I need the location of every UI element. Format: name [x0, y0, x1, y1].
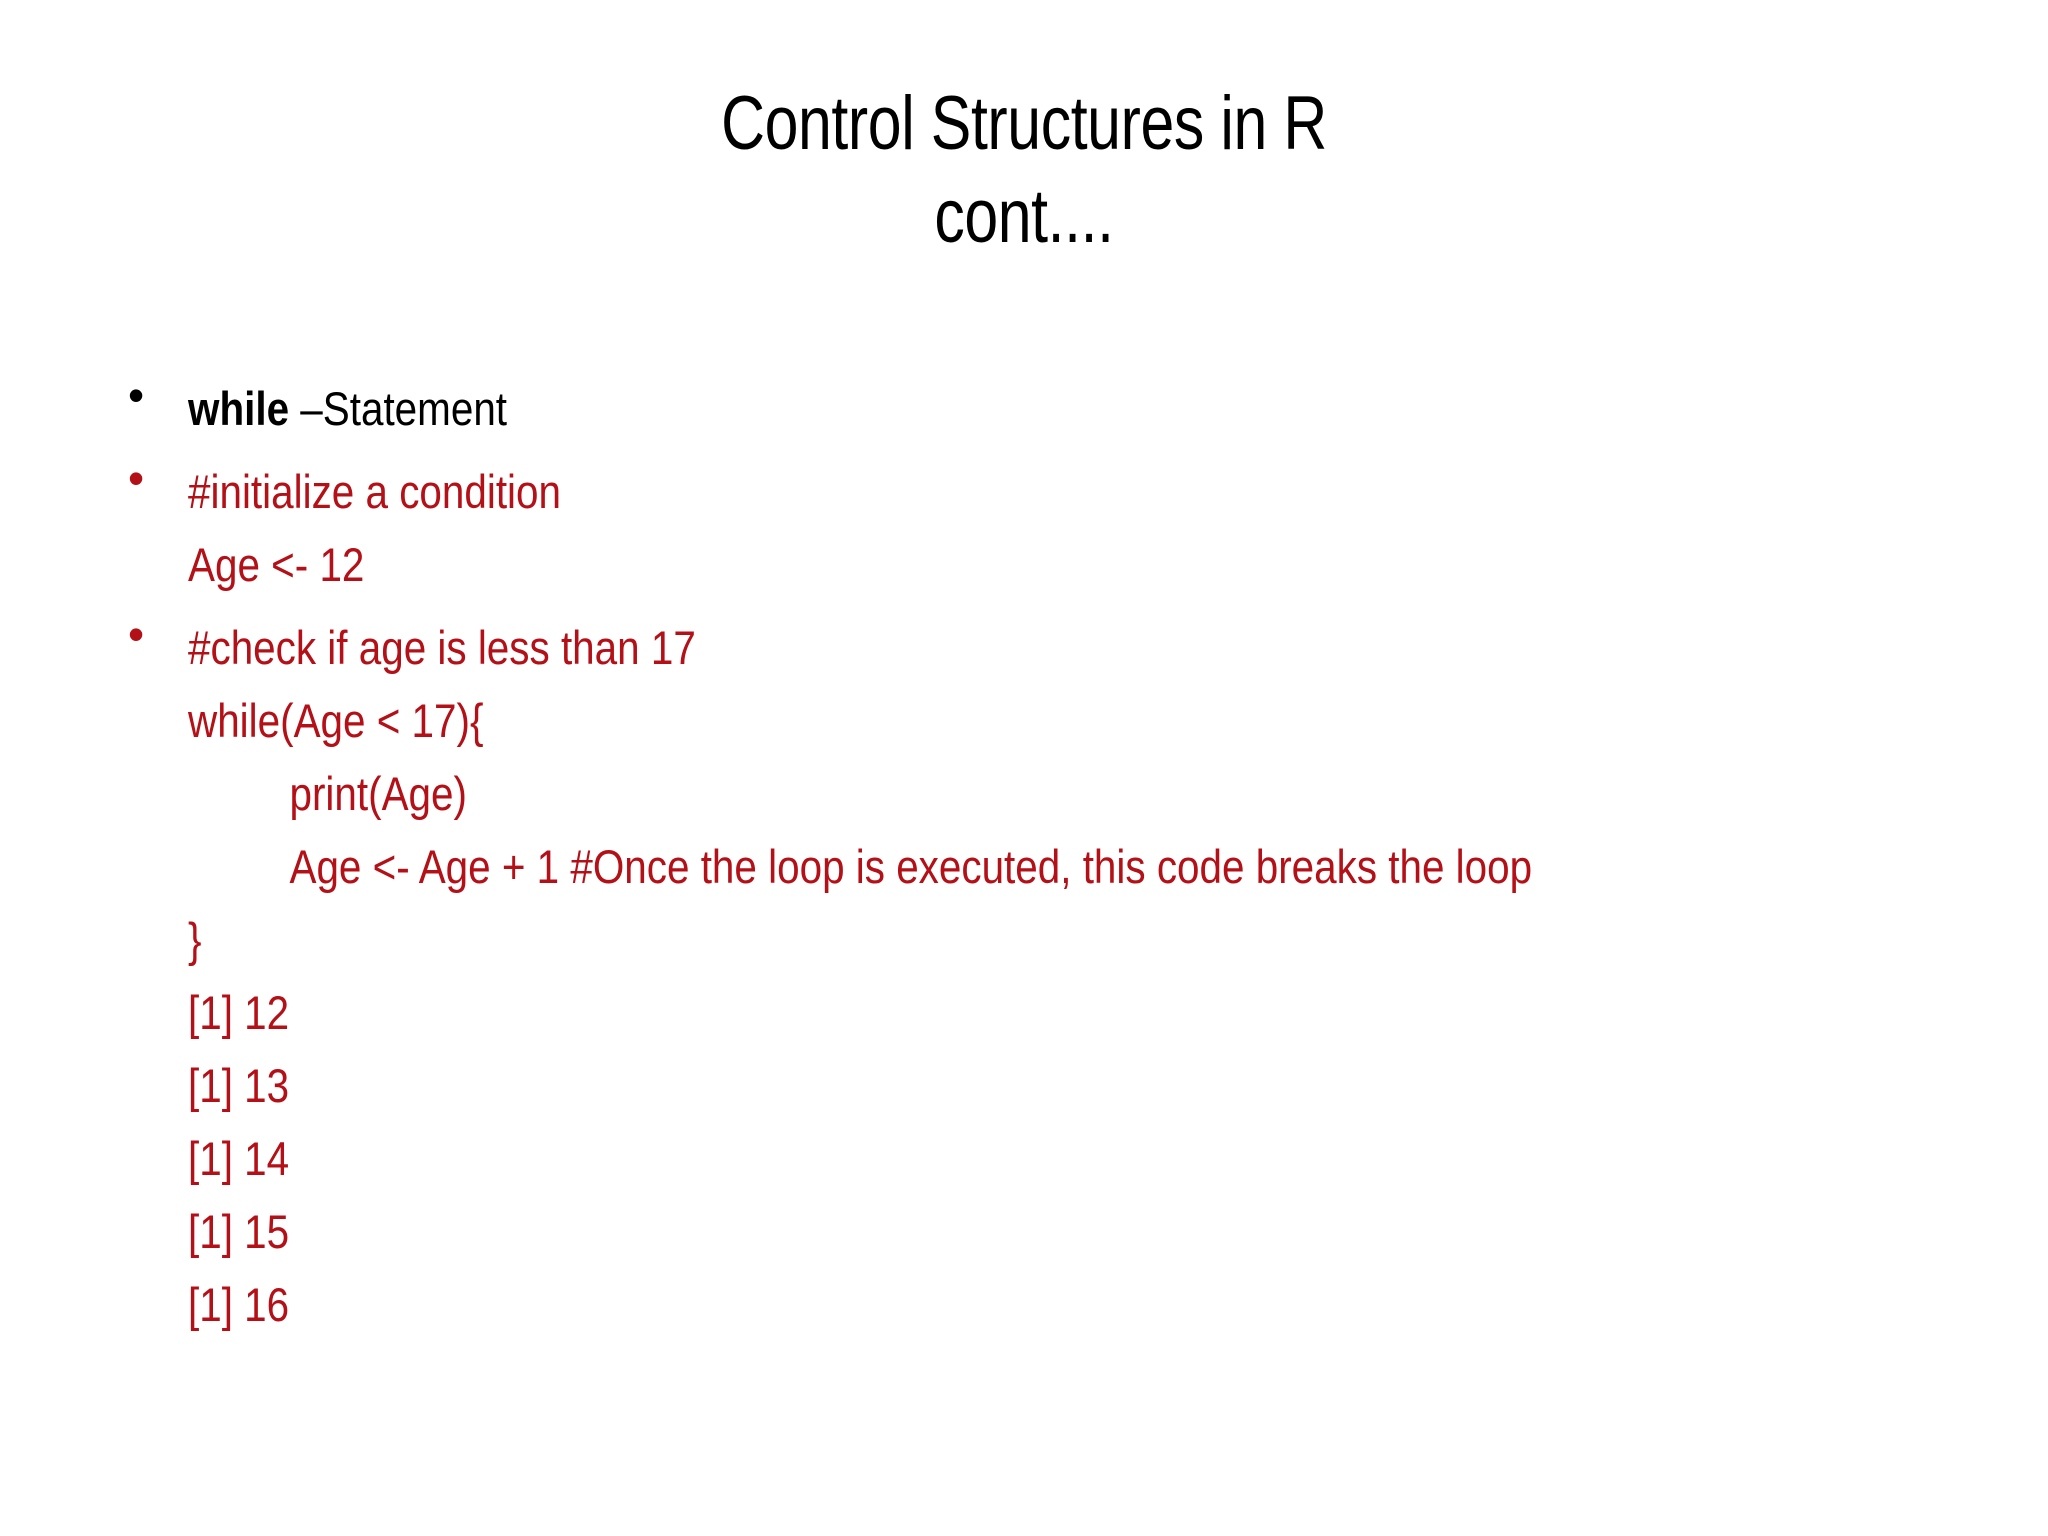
- code-line-comment-initialize: #initialize a condition: [188, 465, 561, 518]
- code-line-while-header: while(Age < 17){: [188, 694, 484, 747]
- console-output-line: [1] 16: [188, 1278, 290, 1331]
- code-line-close-brace: }: [188, 913, 202, 966]
- bullet-marker-icon: •: [128, 608, 145, 660]
- slide-title-line-1: Control Structures in R: [721, 81, 1327, 166]
- bullet-item-while-statement: • while –Statement: [0, 372, 2048, 445]
- console-output-line: [1] 15: [188, 1205, 290, 1258]
- code-line-age-assign: Age <- 12: [188, 538, 365, 591]
- slide-body: • while –Statement • #initialize a condi…: [0, 372, 2048, 1341]
- slide-title: Control Structures in R cont....: [205, 78, 1843, 263]
- bullet-marker-icon: •: [128, 452, 145, 504]
- slide-title-line-2: cont....: [934, 173, 1114, 259]
- spacer-1: [0, 445, 2048, 455]
- console-output-line: [1] 12: [188, 986, 290, 1039]
- bullet-item-initialize: • #initialize a condition Age <- 12: [0, 455, 2048, 601]
- console-output-line: [1] 13: [188, 1059, 290, 1112]
- bullet-line-while-statement-rest: –Statement: [289, 382, 508, 435]
- bullet-marker-icon: •: [128, 369, 145, 421]
- code-line-comment-check: #check if age is less than 17: [188, 621, 696, 674]
- keyword-while: while: [188, 382, 290, 435]
- console-output-line: [1] 14: [188, 1132, 290, 1185]
- code-line-age-increment: Age <- Age + 1 #Once the loop is execute…: [289, 840, 1533, 893]
- bullet-item-while-loop: • #check if age is less than 17 while(Ag…: [0, 611, 2048, 1341]
- bullet-line-while-statement: while –Statement: [188, 372, 1788, 445]
- spacer-2: [0, 601, 2048, 611]
- code-line-print-age: print(Age): [289, 767, 467, 820]
